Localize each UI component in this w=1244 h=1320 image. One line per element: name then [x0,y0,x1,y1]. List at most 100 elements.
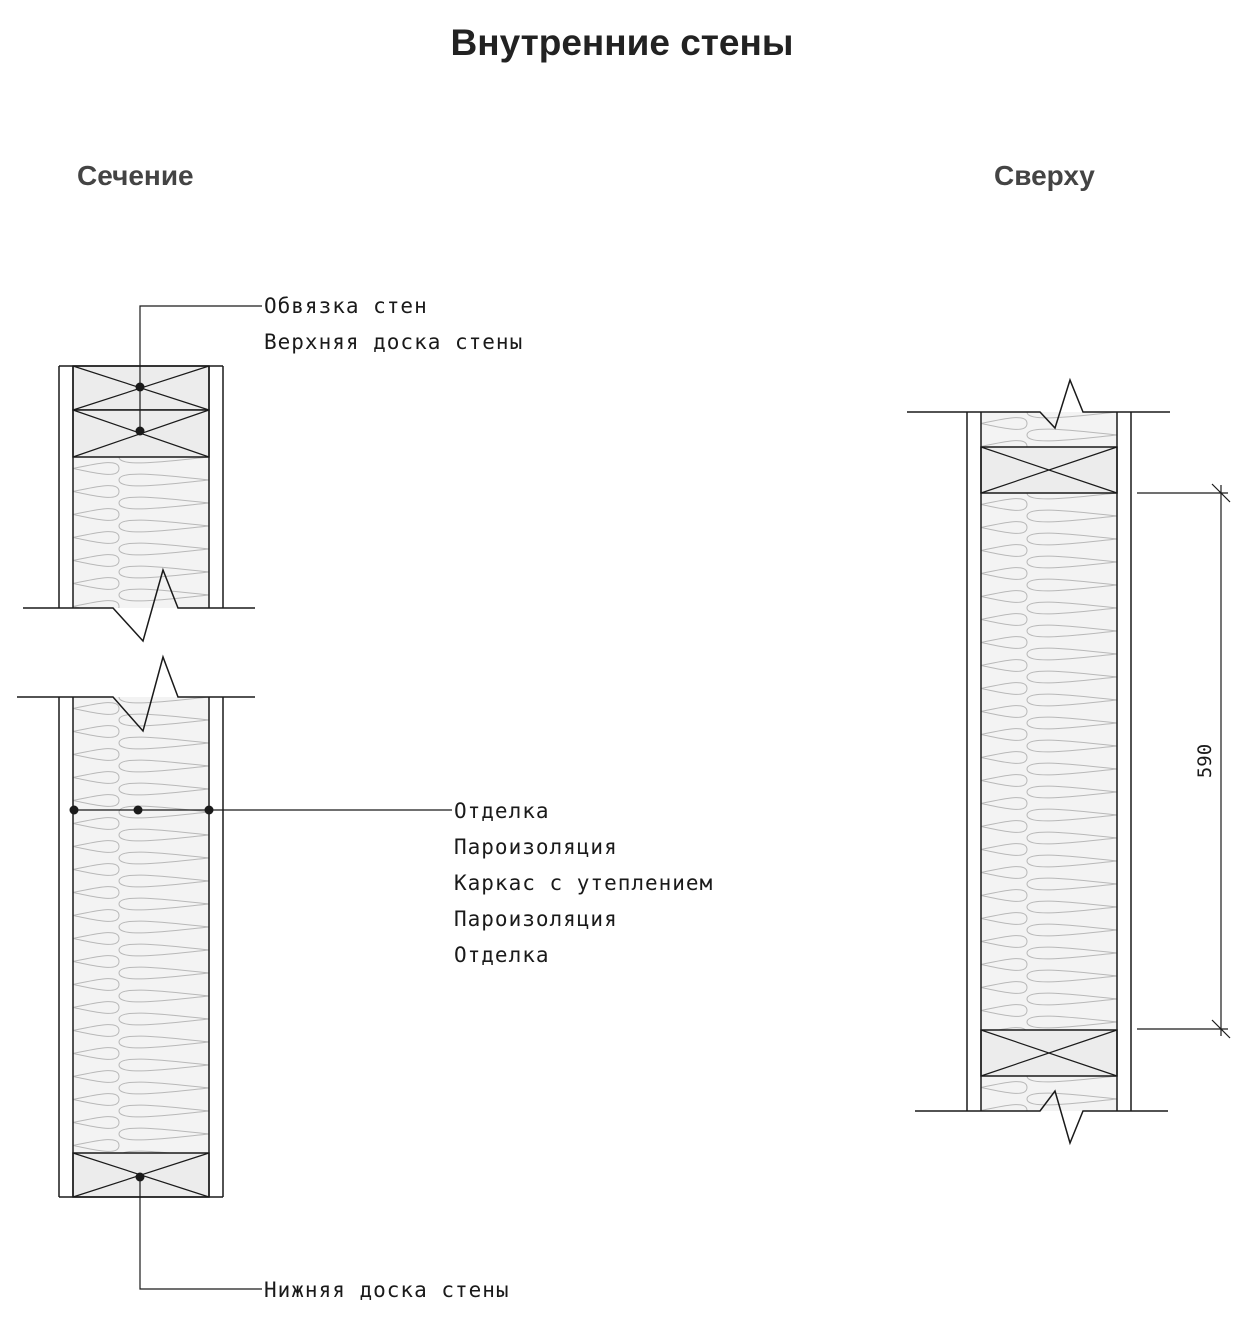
insulation-loop [73,978,120,991]
insulation-loop [119,612,209,624]
insulation-loop [118,1058,209,1072]
insulation-loop [73,600,120,608]
insulation-loop [981,1004,1028,1017]
insulation-loop [1026,854,1117,868]
insulation-loop [118,874,209,888]
label-layer-2: Пароизоляция [454,835,618,859]
insulation-hatch-bottom [73,680,209,1153]
insulation-loop [118,1081,209,1095]
insulation-loop [1026,601,1117,615]
insulation-hatch-top [73,457,209,659]
insulation-loop [981,728,1028,741]
insulation-loop [981,613,1028,626]
insulation-loop [73,932,120,945]
top-view: 590 [907,377,1231,1163]
insulation-loop [981,498,1028,511]
break-line-lower [17,654,255,733]
insulation-loop [981,395,1027,407]
insulation-loop [73,840,120,853]
insulation-loop [118,759,209,773]
insulation-loop [1026,877,1117,891]
insulation-loop [981,1151,1027,1163]
insulation-loop [1026,1092,1117,1106]
insulation-loop [73,1047,120,1060]
insulation-loop [981,935,1028,948]
insulation-loop [981,521,1028,534]
insulation-loop [73,485,120,498]
insulation-loop [73,863,120,876]
insulation-loop [1027,1139,1117,1151]
insulation-loop [118,920,209,934]
leader-dots [69,382,214,1182]
insulation-loop [73,1070,120,1083]
insulation-loop [73,1139,120,1152]
insulation-loop [1026,412,1117,419]
label-bottom-board: Нижняя доска стены [264,1278,510,1302]
insulation-loop [118,542,209,556]
insulation-loop [118,736,209,750]
label-layer-1: Отделка [454,799,550,823]
label-layer-4: Пароизоляция [454,907,618,931]
label-layer-3: Каркас с утеплением [454,871,713,895]
insulation-loop [1026,992,1117,1006]
insulation-loop [73,680,119,692]
insulation-loop [1026,831,1117,845]
insulation-loop [118,897,209,911]
insulation-loop [73,955,120,968]
label-top-board: Верхняя доска стены [264,330,523,354]
insulation-loop [118,1035,209,1049]
insulation-loop [118,966,209,980]
insulation-loop [1026,808,1117,822]
insulation-loop [118,473,209,487]
stud-lower [980,1029,1118,1077]
insulation-loop [73,725,120,738]
insulation-loop [73,771,120,784]
insulation-loop [118,519,209,533]
insulation-loop [73,748,120,761]
top-finish-layers [966,412,1132,1111]
insulation-loop [73,909,120,922]
insulation-loop [1026,578,1117,592]
insulation-loop [73,1001,120,1014]
insulation-loop [73,508,120,521]
insulation-loop [981,843,1028,856]
top-insulation-hatch-2 [981,493,1117,1030]
insulation-loop [981,544,1028,557]
insulation-loop [1026,900,1117,914]
insulation-loop [1026,693,1117,707]
section-view: Обвязка стен Верхняя доска стены Отделка… [17,294,713,1302]
insulation-loop [73,1024,120,1037]
insulation-loop [73,647,119,659]
insulation-loop [981,590,1028,603]
insulation-loop [1026,762,1117,776]
insulation-loop [73,886,120,899]
insulation-loop [1027,1116,1117,1128]
break-line-upper [23,567,255,643]
insulation-loop [1026,428,1117,442]
insulation-loop [981,866,1028,879]
insulation-loop [1026,532,1117,546]
insulation-loop [118,1104,209,1118]
insulation-loop [1026,670,1117,684]
dimension-value: 590 [1194,744,1216,778]
label-top-plate: Обвязка стен [264,294,428,318]
insulation-loop [981,958,1028,971]
insulation-loop [1026,1076,1117,1083]
top-view-title: Сверху [994,160,1095,191]
dimension-line [1137,483,1231,1039]
insulation-loop [73,577,120,590]
finish-layers [58,365,224,1198]
insulation-loop [1026,969,1117,983]
insulation-loop [1026,555,1117,569]
stud-upper [980,446,1118,494]
insulation-loop [981,797,1028,810]
insulation-loop [981,1081,1028,1094]
insulation-loop [981,981,1028,994]
insulation-loop [118,496,209,510]
insulation-loop [981,774,1028,787]
insulation-loop [118,713,209,727]
insulation-loop [118,565,209,579]
insulation-loop [1026,716,1117,730]
insulation-loop [118,1127,209,1141]
